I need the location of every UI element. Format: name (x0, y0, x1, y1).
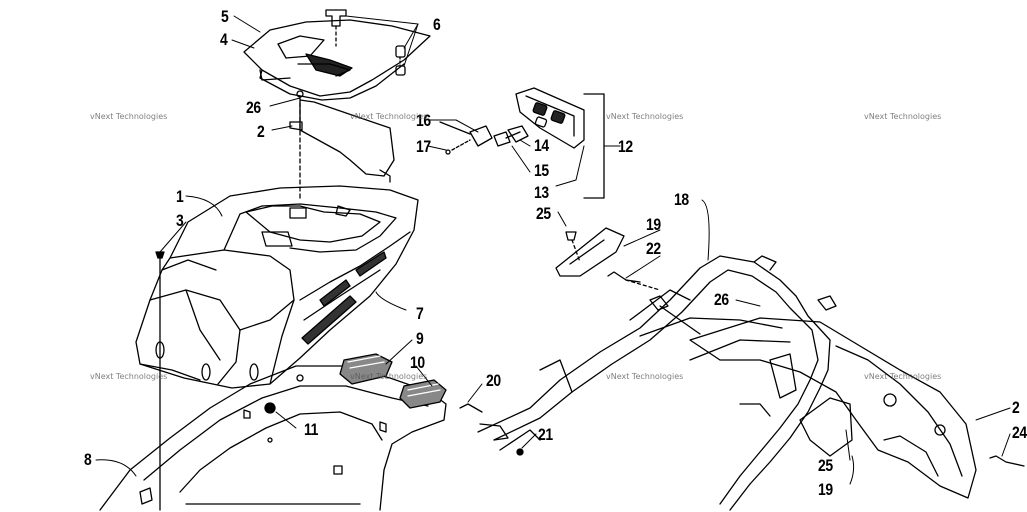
callout-25b: 25 (818, 456, 833, 475)
callout-6: 6 (433, 15, 441, 34)
callout-12: 12 (618, 137, 633, 156)
bracket-12-group (583, 93, 605, 199)
watermark: vNext Technologies (90, 112, 168, 121)
callout-7: 7 (416, 304, 424, 323)
callout-4: 4 (220, 30, 228, 49)
callout-3: 3 (176, 211, 184, 230)
callout-20: 20 (486, 371, 501, 390)
fastener-6-top (325, 9, 347, 47)
callout-10: 10 (410, 353, 425, 372)
callout-25: 25 (536, 204, 551, 223)
callout-17: 17 (416, 137, 431, 156)
callout-16: 16 (416, 111, 431, 130)
watermark: vNext Technologies (350, 112, 428, 121)
leader-lines (95, 15, 1011, 485)
callout-15: 15 (534, 161, 549, 180)
nut-21 (516, 448, 524, 456)
callout-11: 11 (304, 420, 318, 439)
bulb-part-15 (493, 131, 521, 147)
callout-22: 22 (646, 239, 661, 258)
callout-5: 5 (221, 7, 229, 26)
watermark: vNext Technologies (606, 112, 684, 121)
callout-19: 19 (646, 215, 661, 234)
bracket-part (289, 90, 395, 201)
mount-bracket-part (555, 227, 625, 277)
callout-9: 9 (416, 329, 424, 348)
callout-19b: 19 (818, 480, 833, 499)
pad-part-9 (339, 353, 393, 385)
pad-part-10 (399, 379, 447, 409)
bumper-frame-part (477, 255, 837, 511)
bracket-19-lower (799, 397, 853, 457)
callout-8: 8 (84, 450, 92, 469)
callout-13: 13 (534, 183, 549, 202)
bulb-socket-part (439, 121, 493, 155)
callout-2: 2 (257, 122, 265, 141)
rear-flap-part (689, 317, 977, 499)
callout-2b: 2 (1012, 398, 1020, 417)
screw-3 (155, 251, 165, 511)
fastener-6-right (395, 45, 406, 76)
callout-1: 1 (176, 187, 184, 206)
callout-24: 24 (1012, 423, 1027, 442)
callout-26b: 26 (714, 290, 729, 309)
callout-21: 21 (538, 425, 553, 444)
bolt-22 (607, 271, 661, 291)
seat-tub-part (99, 365, 447, 511)
taillight-housing-part (507, 87, 585, 149)
seat-body-part (135, 185, 419, 389)
callout-18: 18 (674, 190, 689, 209)
callout-26: 26 (246, 98, 261, 117)
watermark: vNext Technologies (90, 372, 168, 381)
callout-14: 14 (534, 136, 549, 155)
watermark: vNext Technologies (864, 112, 942, 121)
watermark: vNext Technologies (864, 372, 942, 381)
watermark: vNext Technologies (350, 372, 428, 381)
decal-text-part (301, 251, 387, 345)
watermark: vNext Technologies (606, 372, 684, 381)
bolt-20 (459, 403, 483, 413)
seat-lid-part (243, 19, 431, 101)
bolt-24 (989, 455, 1025, 467)
